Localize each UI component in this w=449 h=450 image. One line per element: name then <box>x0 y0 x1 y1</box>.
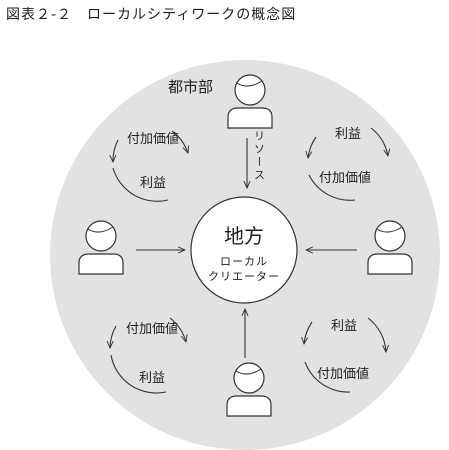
center-circle <box>190 196 298 304</box>
cycle-bottom-right: 利益 付加価値 <box>304 317 386 393</box>
cycle-bottom-left-lower: 利益 <box>139 371 165 386</box>
cycle-bottom-right-lower: 付加価値 <box>317 366 369 382</box>
flow-label: リソース <box>253 130 266 182</box>
cycle-bottom-left: 付加価値 利益 <box>110 317 186 394</box>
cycle-top-right-lower: 付加価値 <box>319 170 371 186</box>
center-main-label: 地方 <box>224 224 264 248</box>
center-line2-label: クリエーター <box>208 270 280 283</box>
cycle-top-right: 利益 付加価値 <box>308 127 388 201</box>
cycle-top-left: 付加価値 利益 <box>113 130 188 202</box>
cycle-bottom-left-upper: 付加価値 <box>126 321 178 337</box>
top-person-label: 都市部 <box>168 78 213 96</box>
cycle-top-left-upper: 付加価値 <box>127 131 179 147</box>
figure-title: 図表２-２ ローカルシティワークの概念図 <box>6 7 297 23</box>
cycle-bottom-right-upper: 利益 <box>331 319 357 334</box>
cycle-top-left-lower: 利益 <box>140 176 166 191</box>
center-line1-label: ローカル <box>220 255 268 268</box>
cycle-top-right-upper: 利益 <box>335 127 361 142</box>
